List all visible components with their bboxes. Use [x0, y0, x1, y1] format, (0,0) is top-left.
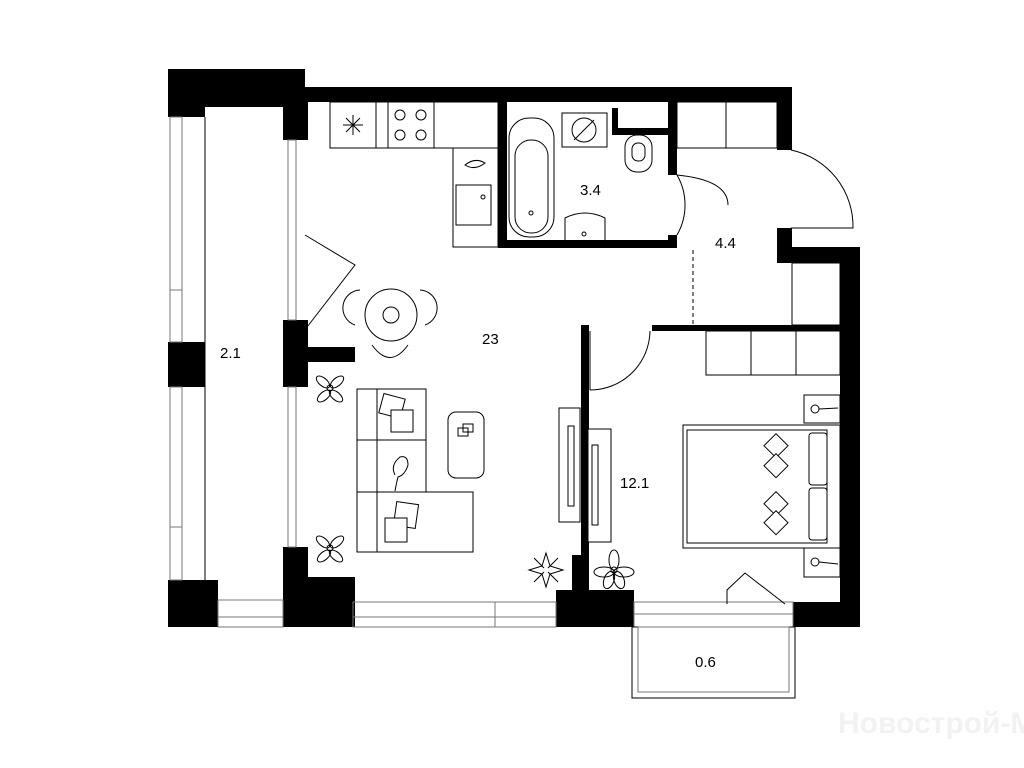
sink-drop-icon	[464, 159, 486, 169]
doors	[296, 149, 854, 605]
windows	[169, 116, 794, 628]
area-label-hallway: 4.4	[715, 235, 736, 252]
walls	[168, 69, 860, 627]
plant-icons	[315, 375, 635, 590]
dining-set	[342, 288, 438, 358]
area-label-balcony: 0.6	[695, 654, 716, 671]
bedroom-furniture	[587, 330, 841, 578]
cat-icon	[392, 456, 409, 492]
balcony-outline	[631, 626, 796, 699]
area-label-bathroom: 3.4	[580, 182, 601, 199]
area-label-loggia: 2.1	[220, 345, 241, 362]
fridge-snowflake-icon	[343, 115, 363, 135]
hallway-wardrobe	[676, 101, 841, 326]
bathroom-fixtures	[508, 112, 653, 240]
stove-icon	[394, 109, 427, 141]
living-furniture	[356, 388, 581, 553]
watermark: Новострой-М	[838, 707, 1024, 740]
area-label-living-kitchen: 23	[482, 331, 499, 348]
area-label-bedroom: 12.1	[620, 475, 649, 492]
kitchen-furniture	[329, 101, 499, 248]
